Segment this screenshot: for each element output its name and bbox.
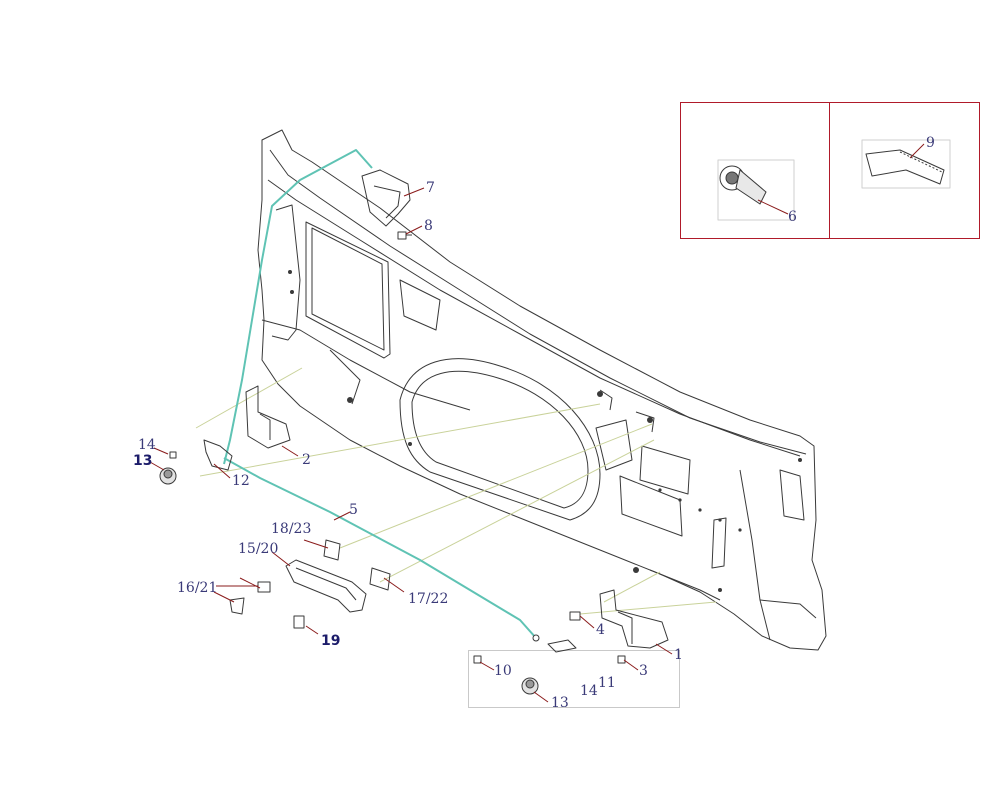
release-cable [223,149,537,639]
assembly-guides [195,367,717,615]
callout-11: 11 [598,675,616,691]
panel-holes [288,270,802,592]
callout-7: 7 [426,180,435,196]
callout-5: 5 [349,502,358,518]
cable-end-icon [532,634,540,642]
bolt-icon [293,615,305,629]
callout-12: 12 [232,473,250,489]
cable-clip-icon [203,439,233,471]
bracket-icon [245,385,291,449]
latch-icon [861,139,951,189]
callout-3: 3 [639,663,648,679]
nut-icon [521,677,539,695]
callout-1: 1 [674,647,683,663]
callout-14-left: 14 [138,437,156,453]
latch-icon [361,169,411,227]
handle-icon [285,559,367,613]
callout-13-left: 13 [133,453,153,469]
bolt-icon [229,581,271,615]
callout-9: 9 [926,135,935,151]
bolt-icon [473,655,626,664]
callout-4: 4 [596,622,605,638]
detail-inset-right [829,102,980,239]
bracket-icon [323,539,391,591]
callout-15-20: 15/20 [238,541,279,557]
latch-icon [547,639,577,653]
callout-6: 6 [788,209,797,225]
callout-18-23: 18/23 [271,521,312,537]
cable-end-icon [717,159,795,221]
callout-2: 2 [302,452,311,468]
callout-14-right: 14 [580,683,598,699]
bracket-icon [599,589,669,649]
back-panel [257,129,827,651]
callout-13-right: 13 [551,695,569,711]
callout-10: 10 [494,663,512,679]
callout-17-22: 17/22 [408,591,449,607]
bolt-icon [397,231,412,240]
leader-lines [149,143,925,703]
callout-16-21: 16/21 [177,580,218,596]
bolt-icon [569,611,581,621]
callout-19: 19 [321,633,341,649]
nut-icon [159,467,177,485]
bolt-icon [169,451,177,459]
fastener-group-box [468,650,680,708]
callout-8: 8 [424,218,433,234]
